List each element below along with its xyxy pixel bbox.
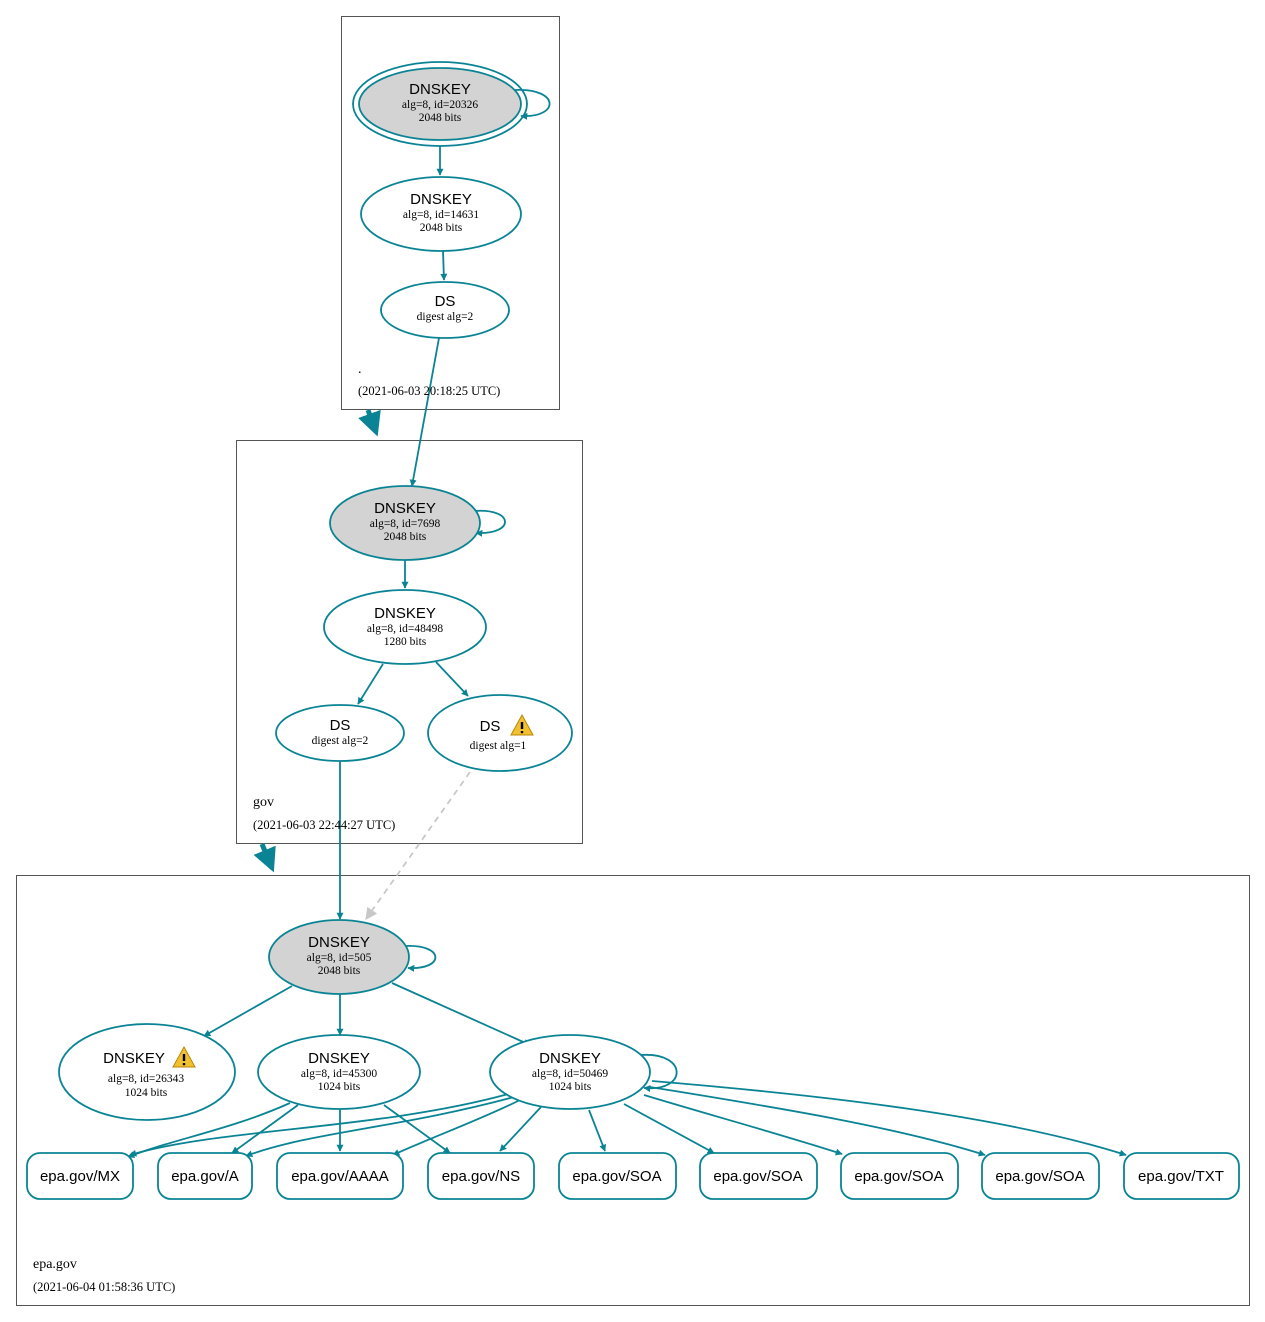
rrset-txt-label: epa.gov/TXT [1138,1168,1224,1185]
node-root-ksk-line2: 2048 bits [419,112,462,124]
node-epa-26343-title: DNSKEY [103,1050,165,1067]
node-gov-zsk: DNSKEY alg=8, id=48498 1280 bits [323,589,487,665]
rrset-soa-4: epa.gov/SOA [981,1152,1100,1200]
node-root-zsk-line2: 2048 bits [420,222,463,234]
node-epa-50469-title: DNSKEY [539,1050,601,1067]
rrset-soa-2-label: epa.gov/SOA [713,1168,802,1185]
edge-root-ksk-self [514,89,551,120]
rrset-a: epa.gov/A [157,1152,253,1200]
rrset-ns: epa.gov/NS [427,1152,535,1200]
zone-gov-box [236,440,583,844]
node-gov-ds2-title: DS [330,717,351,734]
node-epa-ksk-line1: alg=8, id=505 [307,952,372,964]
edge-50469-soa-1 [588,1109,606,1152]
zone-gov-name: gov [253,795,274,810]
node-gov-zsk-title: DNSKEY [374,605,436,622]
edge-gov-ds1-epa-ksk [365,771,471,920]
zone-root-time: (2021-06-03 20:18:25 UTC) [358,384,500,398]
zone-epa-box [16,875,1250,1306]
zone-epa-time: (2021-06-04 01:58:36 UTC) [33,1280,175,1294]
node-root-zsk-line1: alg=8, id=14631 [403,209,479,221]
node-epa-50469-line1: alg=8, id=50469 [532,1068,608,1080]
edge-50469-ns [499,1106,542,1152]
zone-gov-time: (2021-06-03 22:44:27 UTC) [253,818,395,832]
node-root-zsk: DNSKEY alg=8, id=14631 2048 bits [360,176,522,252]
edge-epa-ksk-self [404,945,437,972]
node-root-ksk-title: DNSKEY [409,81,471,98]
node-gov-ds2: DS digest alg=2 [275,704,405,762]
node-gov-ds2-line1: digest alg=2 [312,735,369,747]
delegation-root-gov-arrow [358,409,381,437]
zone-root-box [341,16,560,410]
node-gov-ds1-title: DS [480,718,501,735]
rrset-soa-3-label: epa.gov/SOA [854,1168,943,1185]
node-epa-50469: DNSKEY alg=8, id=50469 1024 bits [489,1034,651,1110]
edge-epa-ksk-26343 [203,985,293,1037]
node-root-ksk: DNSKEY alg=8, id=20326 2048 bits [352,61,528,147]
rrset-mx: epa.gov/MX [26,1152,134,1200]
edge-root-ds-gov-ksk [409,337,440,487]
edge-45300-ns [383,1104,451,1154]
rrset-aaaa-label: epa.gov/AAAA [291,1168,389,1185]
zone-root-name: . [358,362,362,377]
edge-gov-ksk-self [473,509,506,537]
node-epa-ksk: DNSKEY alg=8, id=505 2048 bits [268,919,410,995]
edge-45300-a [231,1104,299,1154]
node-epa-45300: DNSKEY alg=8, id=45300 1024 bits [257,1034,421,1110]
node-epa-45300-line1: alg=8, id=45300 [301,1068,377,1080]
rrset-soa-4-label: epa.gov/SOA [995,1168,1084,1185]
node-epa-45300-title: DNSKEY [308,1050,370,1067]
node-epa-50469-line2: 1024 bits [549,1081,592,1093]
node-gov-ds1-line1: digest alg=1 [470,740,527,752]
edge-gov-zsk-ds2 [357,663,384,705]
edge-gov-zsk-ds1 [435,661,469,697]
rrset-soa-3: epa.gov/SOA [840,1152,959,1200]
rrset-soa-1: epa.gov/SOA [558,1152,677,1200]
node-epa-ksk-title: DNSKEY [308,934,370,951]
edge-50469-aaaa [392,1099,521,1156]
edge-50469-soa-2 [623,1103,715,1154]
zone-epa-name: epa.gov [33,1257,77,1272]
edge-epa-ksk-50469 [391,982,531,1046]
edge-root-zsk-ds [440,250,448,281]
node-epa-26343: DNSKEY alg=8, id=26343 1024 bits [58,1023,236,1121]
node-gov-ksk-line2: 2048 bits [384,531,427,543]
node-gov-zsk-line2: 1280 bits [384,636,427,648]
delegation-gov-epa-arrow [253,843,276,873]
node-gov-ksk-line1: alg=8, id=7698 [370,518,441,530]
node-gov-ksk: DNSKEY alg=8, id=7698 2048 bits [329,485,481,561]
node-root-ds-title: DS [435,293,456,310]
node-root-zsk-title: DNSKEY [410,191,472,208]
node-root-ds: DS digest alg=2 [380,281,510,339]
node-gov-ksk-title: DNSKEY [374,500,436,517]
node-epa-45300-line2: 1024 bits [318,1081,361,1093]
warning-icon [172,1045,196,1068]
warning-icon [510,713,534,736]
edge-50469-txt [651,1080,1127,1157]
node-gov-zsk-line1: alg=8, id=48498 [367,623,443,635]
node-gov-ds1: DS digest alg=1 [427,694,573,772]
rrset-a-label: epa.gov/A [171,1168,239,1185]
rrset-mx-label: epa.gov/MX [40,1168,120,1185]
node-epa-26343-line1: alg=8, id=26343 [108,1073,184,1085]
edge-50469-a [245,1096,515,1158]
rrset-soa-2: epa.gov/SOA [699,1152,818,1200]
node-root-ksk-line1: alg=8, id=20326 [402,99,478,111]
node-epa-ksk-line2: 2048 bits [318,965,361,977]
edge-50469-soa-3 [643,1094,843,1156]
edge-50469-soa-4 [649,1086,986,1157]
rrset-txt: epa.gov/TXT [1123,1152,1240,1200]
rrset-soa-1-label: epa.gov/SOA [572,1168,661,1185]
edge-50469-mx [129,1092,513,1157]
node-root-ds-line1: digest alg=2 [417,311,474,323]
node-epa-26343-line2: 1024 bits [125,1087,168,1099]
rrset-aaaa: epa.gov/AAAA [276,1152,404,1200]
rrset-ns-label: epa.gov/NS [442,1168,520,1185]
